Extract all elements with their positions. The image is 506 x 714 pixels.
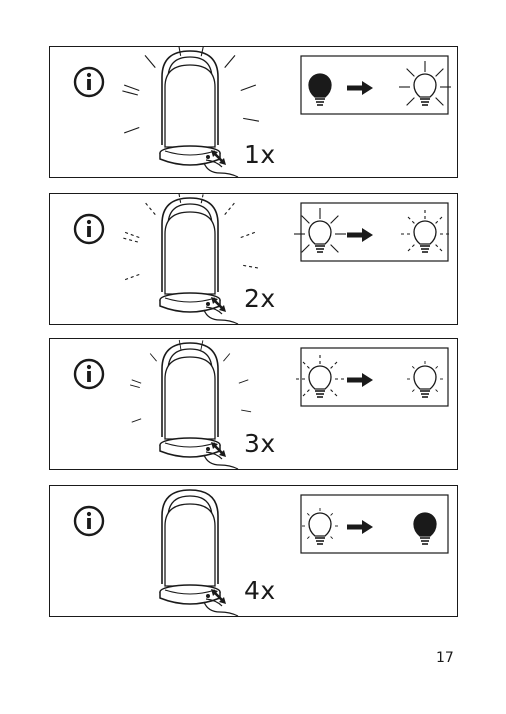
finger-press-icon <box>203 442 239 470</box>
bulb-state-diagram <box>294 202 449 262</box>
lantern-icon <box>159 489 239 617</box>
step-panel-4: 4x <box>49 485 458 617</box>
press-count-2: 2x <box>244 284 276 313</box>
lantern-icon <box>122 47 260 178</box>
light-bulb-icon <box>413 512 437 545</box>
light-rays-icon <box>129 339 252 423</box>
right-arrow-icon <box>347 81 373 95</box>
light-bulb-icon <box>296 355 344 398</box>
right-arrow-icon <box>347 520 373 534</box>
page-number: 17 <box>436 650 454 666</box>
step-panel-1: 1x <box>49 46 458 178</box>
light-bulb-icon <box>308 73 332 106</box>
light-bulb-icon <box>405 359 445 398</box>
step-4-illustration <box>73 489 449 617</box>
bulb-state-diagram <box>300 55 451 115</box>
light-bulb-icon <box>401 210 449 253</box>
press-count-4: 4x <box>244 576 276 605</box>
info-circle-icon <box>73 505 105 537</box>
step-3-illustration <box>73 339 449 470</box>
press-count-1: 1x <box>244 140 276 169</box>
light-rays-icon <box>122 47 260 134</box>
light-bulb-icon <box>399 61 451 106</box>
step-1-illustration <box>73 47 451 178</box>
info-circle-icon <box>73 66 105 98</box>
lantern-icon <box>122 194 260 325</box>
light-rays-icon <box>122 194 260 281</box>
light-bulb-icon <box>294 208 346 253</box>
right-arrow-icon <box>347 228 373 242</box>
light-bulb-icon <box>300 506 340 545</box>
press-count-3: 3x <box>244 429 276 458</box>
finger-press-icon <box>203 150 239 178</box>
info-circle-icon <box>73 358 105 390</box>
finger-press-icon <box>203 297 239 325</box>
step-panel-3: 3x <box>49 338 458 470</box>
lantern-icon <box>129 339 252 470</box>
info-circle-icon <box>73 213 105 245</box>
step-2-illustration <box>73 194 449 325</box>
right-arrow-icon <box>347 373 373 387</box>
finger-press-icon <box>203 589 239 617</box>
step-panel-2: 2x <box>49 193 458 325</box>
bulb-state-diagram <box>300 494 449 554</box>
bulb-state-diagram <box>296 347 449 407</box>
